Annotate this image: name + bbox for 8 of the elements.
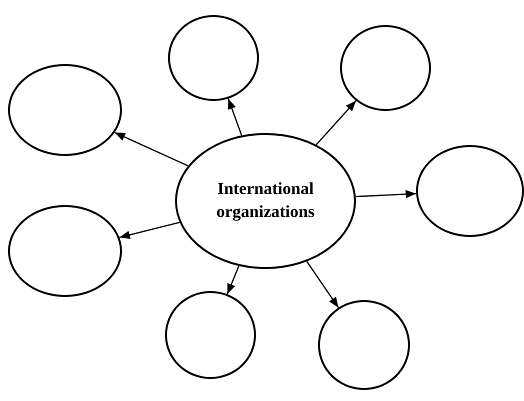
arrow [306,261,339,308]
node-label: International organizations [215,178,316,223]
arrow [114,132,188,166]
arrow [356,190,416,198]
arrow [226,266,240,294]
arrow [316,100,356,146]
arrow [119,222,180,239]
arrow [228,98,242,136]
